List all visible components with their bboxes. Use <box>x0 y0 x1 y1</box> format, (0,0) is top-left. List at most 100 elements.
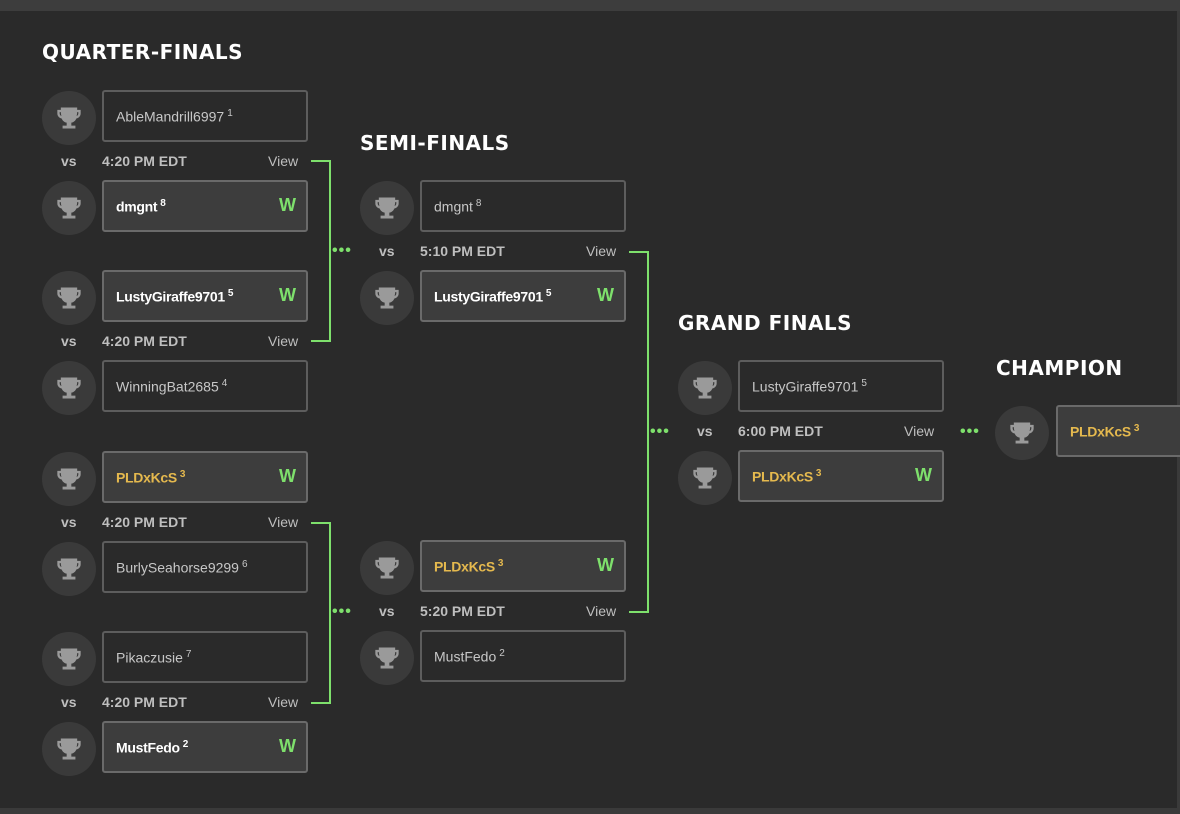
seed-number: 7 <box>185 649 192 660</box>
top-bar <box>0 0 1180 11</box>
seed-number: 6 <box>241 559 248 570</box>
player-name-text: LustyGiraffe9701 <box>752 378 859 395</box>
connector-dots: ••• <box>650 423 670 440</box>
trophy-icon <box>360 181 414 235</box>
vs-label: vs <box>61 514 77 530</box>
player-name-text: LustyGiraffe9701 <box>434 288 543 305</box>
match-time: 6:00 PM EDT <box>738 423 823 439</box>
seed-number: 3 <box>179 469 186 480</box>
player-name-text: MustFedo <box>116 739 180 756</box>
trophy-icon <box>360 271 414 325</box>
seed-number: 3 <box>1133 423 1140 434</box>
view-match-link[interactable]: View <box>586 243 617 259</box>
match-time: 4:20 PM EDT <box>102 514 187 530</box>
trophy-icon <box>42 91 96 145</box>
seed-number: 4 <box>221 378 228 389</box>
trophy-icon <box>42 181 96 235</box>
bracket-connector <box>629 611 648 613</box>
match-time: 4:20 PM EDT <box>102 153 187 169</box>
round-title-grand-finals: GRAND FINALS <box>678 311 853 335</box>
winner-badge: W <box>597 555 614 575</box>
match-time: 4:20 PM EDT <box>102 333 187 349</box>
trophy-icon <box>42 722 96 776</box>
winner-badge: W <box>279 736 296 756</box>
seed-number: 8 <box>475 198 482 209</box>
view-match-link[interactable]: View <box>586 603 617 619</box>
seed-number: 5 <box>861 378 867 389</box>
trophy-icon <box>678 451 732 505</box>
round-title-quarter-finals: QUARTER-FINALS <box>42 40 244 64</box>
vs-label: vs <box>697 423 713 439</box>
match-time: 5:10 PM EDT <box>420 243 505 259</box>
view-match-link[interactable]: View <box>268 333 299 349</box>
winner-badge: W <box>279 195 296 215</box>
trophy-icon <box>360 631 414 685</box>
bracket-connector <box>311 340 330 342</box>
bracket-connector <box>647 251 649 613</box>
view-match-link[interactable]: View <box>904 423 935 439</box>
winner-badge: W <box>279 466 296 486</box>
seed-number: 5 <box>227 288 234 299</box>
trophy-icon <box>360 541 414 595</box>
match-time: 4:20 PM EDT <box>102 694 187 710</box>
vs-label: vs <box>61 333 77 349</box>
horizontal-scrollbar[interactable] <box>0 808 1180 814</box>
trophy-icon <box>42 271 96 325</box>
winner-badge: W <box>915 465 932 485</box>
vs-label: vs <box>61 153 77 169</box>
trophy-icon <box>42 452 96 506</box>
seed-number: 2 <box>182 739 189 750</box>
bracket-connector <box>629 251 648 253</box>
connector-dots: ••• <box>960 423 980 440</box>
bracket-connector <box>329 160 331 342</box>
round-title-champion: CHAMPION <box>996 356 1123 380</box>
connector-dots: ••• <box>332 242 352 259</box>
view-match-link[interactable]: View <box>268 694 299 710</box>
match-time: 5:20 PM EDT <box>420 603 505 619</box>
vs-label: vs <box>379 243 395 259</box>
bracket-connector <box>311 522 330 524</box>
bracket-connector <box>311 702 330 704</box>
player-name-text: WinningBat2685 <box>116 378 219 395</box>
trophy-icon <box>678 361 732 415</box>
connector-dots: ••• <box>332 603 352 620</box>
view-match-link[interactable]: View <box>268 514 299 530</box>
bracket-connector <box>311 160 330 162</box>
player-name-text: PLDxKcS <box>752 468 813 485</box>
view-match-link[interactable]: View <box>268 153 299 169</box>
trophy-icon <box>42 632 96 686</box>
seed-number: 1 <box>227 108 233 119</box>
player-name-text: LustyGiraffe9701 <box>116 288 225 305</box>
player-name-text: Pikaczusie <box>116 649 183 666</box>
seed-number: 3 <box>815 468 822 479</box>
trophy-icon <box>42 361 96 415</box>
